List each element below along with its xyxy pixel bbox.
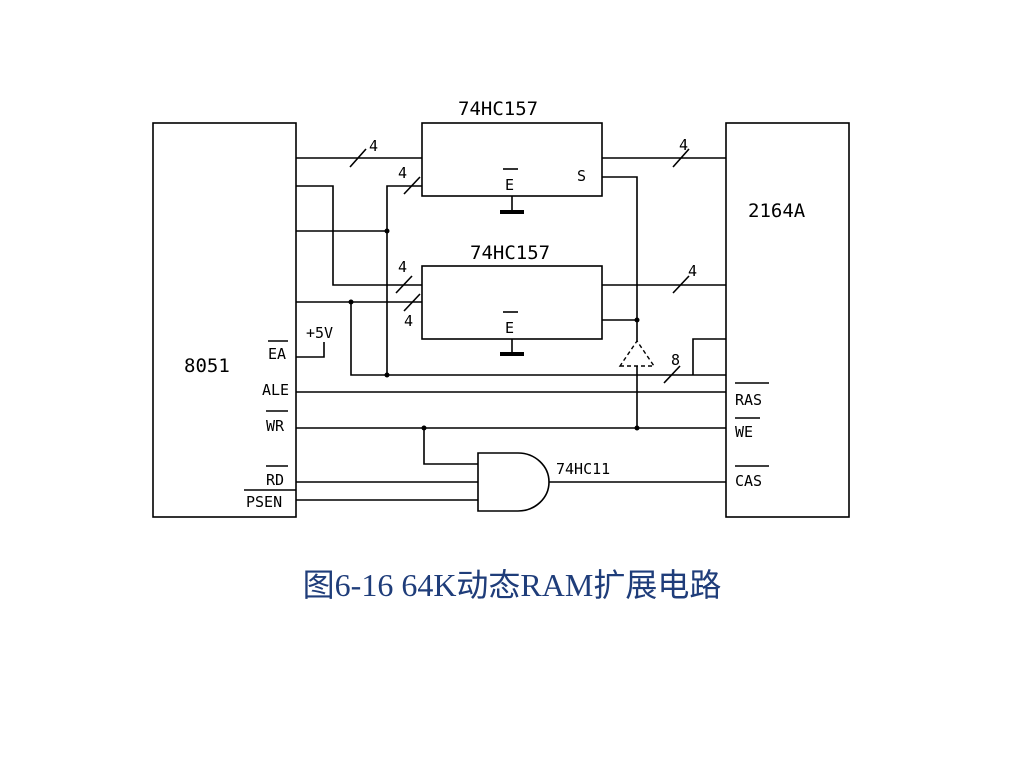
pin-psen: PSEN xyxy=(246,493,282,511)
pin-rd: RD xyxy=(266,471,284,489)
bus-width-mux2-in-top: 4 xyxy=(398,258,407,276)
pin-cas: CAS xyxy=(735,472,762,490)
junction-dot xyxy=(634,317,640,323)
bus-slash-mux2-in-top xyxy=(395,275,413,294)
mux-upper-block xyxy=(421,122,603,197)
bus-slash-mux1-in-bottom xyxy=(403,176,421,195)
and-gate-74hc11 xyxy=(477,452,550,512)
pin-ea: EA xyxy=(268,345,286,363)
gate-label: 74HC11 xyxy=(556,460,610,478)
mux-lower-enable-pin: E xyxy=(505,319,514,337)
wire-ea-supply xyxy=(296,342,325,358)
bus-width-mux1-in-bottom: 4 xyxy=(398,164,407,182)
pin-ale: ALE xyxy=(262,381,289,399)
pin-wr: WR xyxy=(266,417,285,435)
wire-cpu-to-mux-lower-a xyxy=(296,185,422,286)
bus-width-mux2-out: 4 xyxy=(688,262,697,280)
bus-width-mux1-in-top: 4 xyxy=(369,137,378,155)
bus-slash-mux1-out xyxy=(672,148,690,168)
junction-dot xyxy=(384,372,390,378)
wire-data-bus xyxy=(350,302,726,376)
mux-upper-label: 74HC157 xyxy=(458,98,538,120)
pin-we: WE xyxy=(735,423,753,441)
mux-upper-select-pin: S xyxy=(577,167,586,185)
wire-wr-to-gate xyxy=(423,428,478,465)
junction-dot xyxy=(384,228,390,234)
mux-lower-block xyxy=(421,265,603,340)
wire-mux-select xyxy=(602,176,638,341)
bus-width-data: 8 xyxy=(671,351,680,369)
bus-width-mux2-in-bottom: 4 xyxy=(404,312,413,330)
ram-2164a-label: 2164A xyxy=(748,200,806,222)
bus-slash-mux2-out xyxy=(672,275,690,294)
cpu-8051-label: 8051 xyxy=(184,355,230,377)
bus-slash-mux1-in-top xyxy=(349,148,367,168)
wire-mux-upper-b xyxy=(386,185,422,375)
bus-width-mux1-out: 4 xyxy=(679,136,688,154)
figure-caption: 图6-16 64K动态RAM扩展电路 xyxy=(302,567,722,603)
mux-lower-label: 74HC157 xyxy=(470,242,550,264)
buffer-triangle xyxy=(618,339,656,367)
wire-ram-data-loop xyxy=(692,338,726,375)
supply-label: +5V xyxy=(306,324,333,342)
ram-2164a-block xyxy=(725,122,850,518)
mux-upper-enable-pin: E xyxy=(505,176,514,194)
bus-slash-mux2-in-bottom xyxy=(403,293,421,312)
cpu-8051-block xyxy=(152,122,297,518)
bus-slash-data xyxy=(663,365,681,384)
pin-ras: RAS xyxy=(735,391,762,409)
